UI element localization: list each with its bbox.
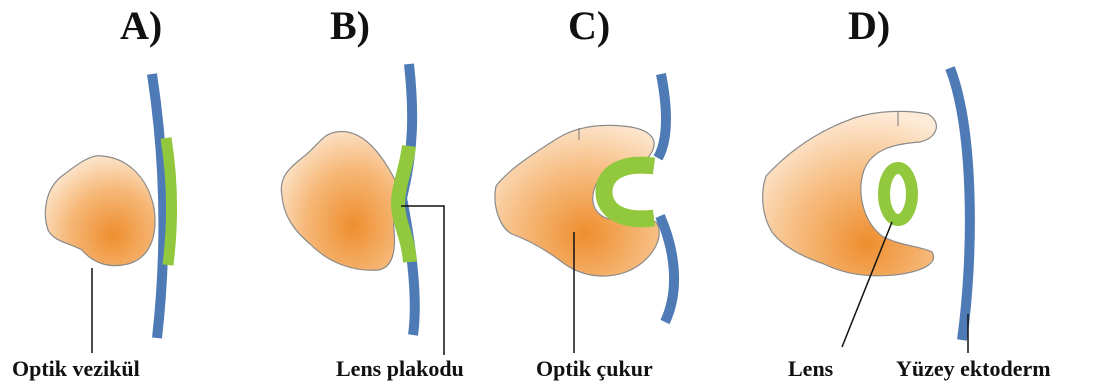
label-lens: Lens [788,356,833,382]
lens-vesicle-d [884,168,912,220]
panel-c [495,74,674,353]
panel-letter-b: B) [330,2,370,49]
lens-pit-c [604,165,654,219]
surface-ectoderm-c [658,74,674,322]
label-optic-pit: Optik çukur [536,356,653,382]
panel-letter-d: D) [848,2,890,49]
optic-vesicle-a [45,156,155,266]
panel-d [763,68,970,353]
label-lens-placode: Lens plakodu [336,356,464,382]
optic-vesicle-b [281,132,397,271]
surface-ectoderm-d [950,68,970,340]
panel-a [45,74,171,353]
panel-letter-c: C) [568,2,610,49]
optic-cup-c [495,125,659,276]
panel-letter-a: A) [120,2,162,49]
label-surface-ectoderm: Yüzey ektoderm [896,356,1051,382]
lens-placode-a [166,138,172,265]
panel-b [281,64,444,355]
label-optic-vesicle: Optik vezikül [12,356,140,382]
